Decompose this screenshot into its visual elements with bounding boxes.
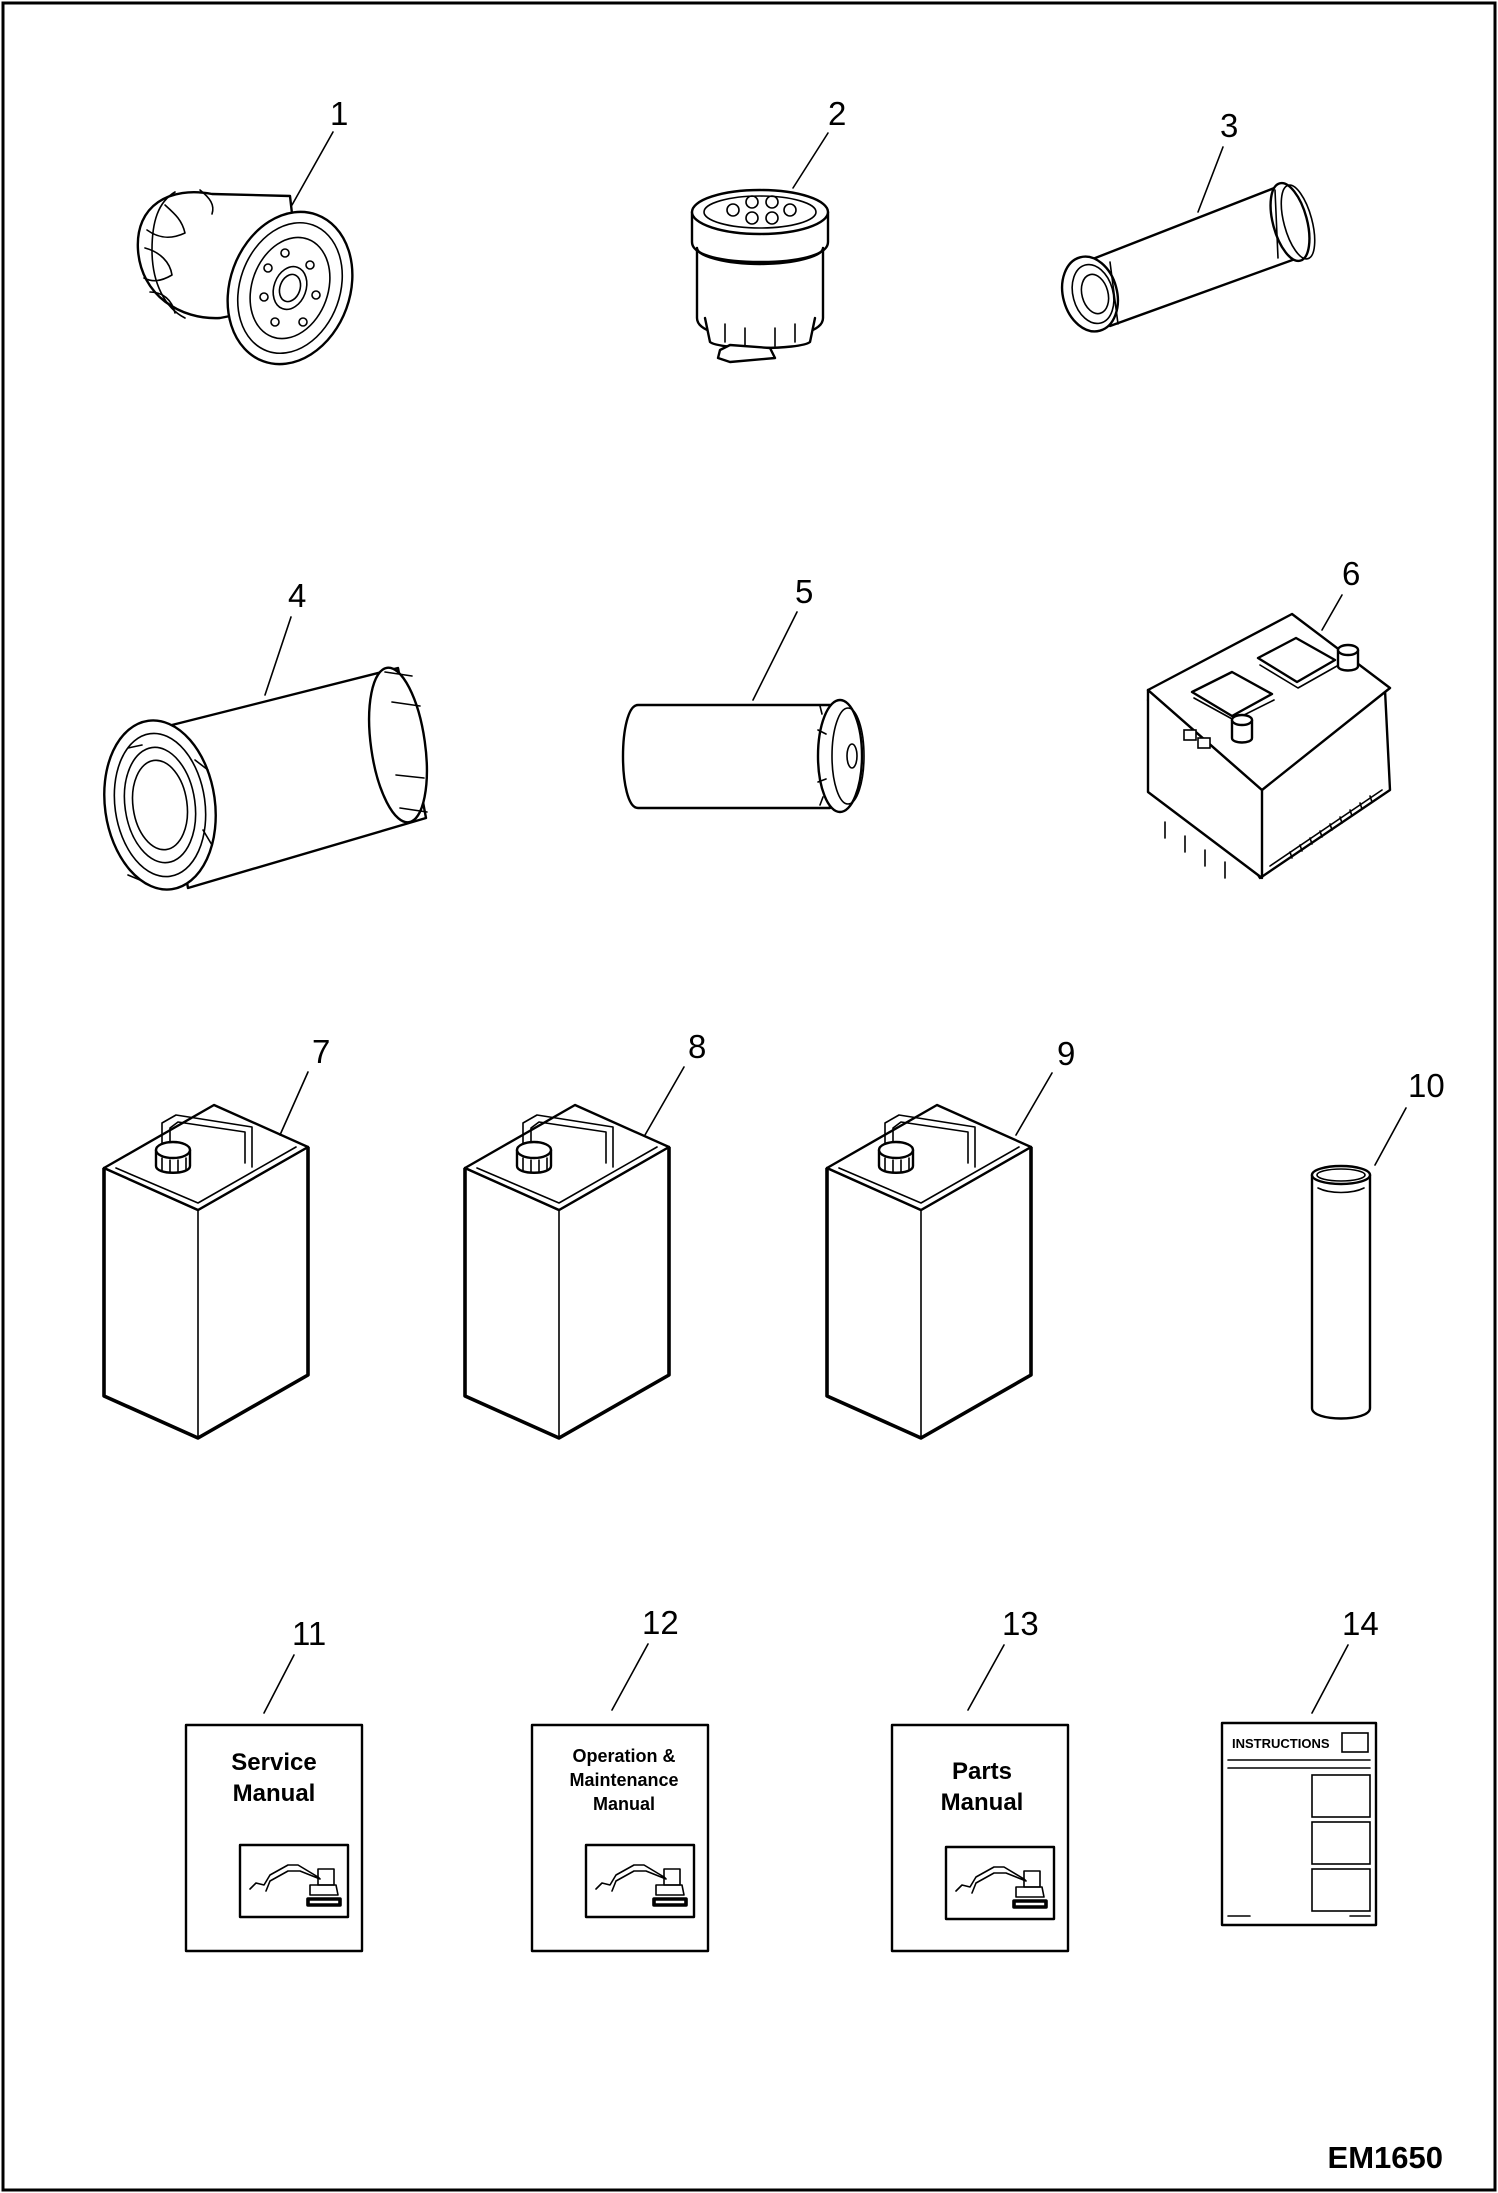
callout-14: 14 [1342, 1605, 1379, 1642]
service-manual: Service Manual [184, 1723, 364, 1953]
leader-14 [1311, 1644, 1349, 1714]
oil-can-2 [463, 1103, 671, 1440]
excavator-icon [249, 1864, 342, 1907]
oil-can-3 [825, 1103, 1033, 1440]
callout-8: 8 [688, 1028, 706, 1065]
operation-maintenance-manual: Operation & Maintenance Manual [530, 1723, 710, 1953]
callout-13: 13 [1002, 1605, 1039, 1642]
excavator-icon [595, 1864, 688, 1907]
callout-4: 4 [288, 577, 306, 614]
leader-5 [752, 611, 798, 701]
callout-6: 6 [1342, 555, 1360, 592]
leader-13 [967, 1644, 1005, 1711]
inner-air-filter [1060, 181, 1316, 333]
callout-7: 7 [312, 1033, 330, 1070]
hydraulic-filter [621, 698, 865, 814]
callout-10: 10 [1408, 1067, 1445, 1104]
callout-11: 11 [292, 1615, 326, 1652]
leader-11 [263, 1654, 295, 1714]
callout-1: 1 [330, 95, 348, 132]
excavator-icon [955, 1866, 1048, 1909]
callout-12: 12 [642, 1604, 679, 1641]
leader-9 [1015, 1072, 1053, 1136]
parts-manual: Parts Manual [890, 1723, 1070, 1953]
callout-9: 9 [1057, 1035, 1075, 1072]
instructions-header: INSTRUCTIONS [1232, 1736, 1330, 1751]
drawing-code: EM1650 [1328, 2140, 1443, 2175]
om-manual-title-line2: Maintenance [569, 1770, 678, 1790]
leader-8 [644, 1066, 685, 1136]
leader-3 [1197, 146, 1224, 213]
leader-4 [264, 616, 292, 696]
parts-manual-title-line1: Parts [952, 1758, 1012, 1785]
oil-can-1 [102, 1103, 310, 1440]
leader-12 [611, 1643, 649, 1711]
leader-2 [792, 132, 829, 189]
parts-manual-title-line2: Manual [941, 1789, 1024, 1816]
outer-air-filter [103, 666, 429, 891]
fuel-filter [690, 188, 830, 364]
leader-1 [291, 131, 334, 206]
service-manual-title-line1: Service [231, 1749, 316, 1776]
service-manual-title-line2: Manual [233, 1780, 316, 1807]
om-manual-title-line3: Manual [593, 1794, 655, 1814]
callout-3: 3 [1220, 107, 1238, 144]
battery [1146, 612, 1392, 880]
callout-5: 5 [795, 573, 813, 610]
grease-cartridge [1310, 1164, 1372, 1420]
om-manual-title-line1: Operation & [572, 1746, 675, 1766]
leader-6 [1321, 594, 1343, 631]
callout-2: 2 [828, 95, 846, 132]
leader-7 [279, 1071, 309, 1136]
instructions-sheet: INSTRUCTIONS [1220, 1721, 1378, 1927]
leader-10 [1374, 1107, 1407, 1166]
oil-filter [136, 189, 354, 366]
